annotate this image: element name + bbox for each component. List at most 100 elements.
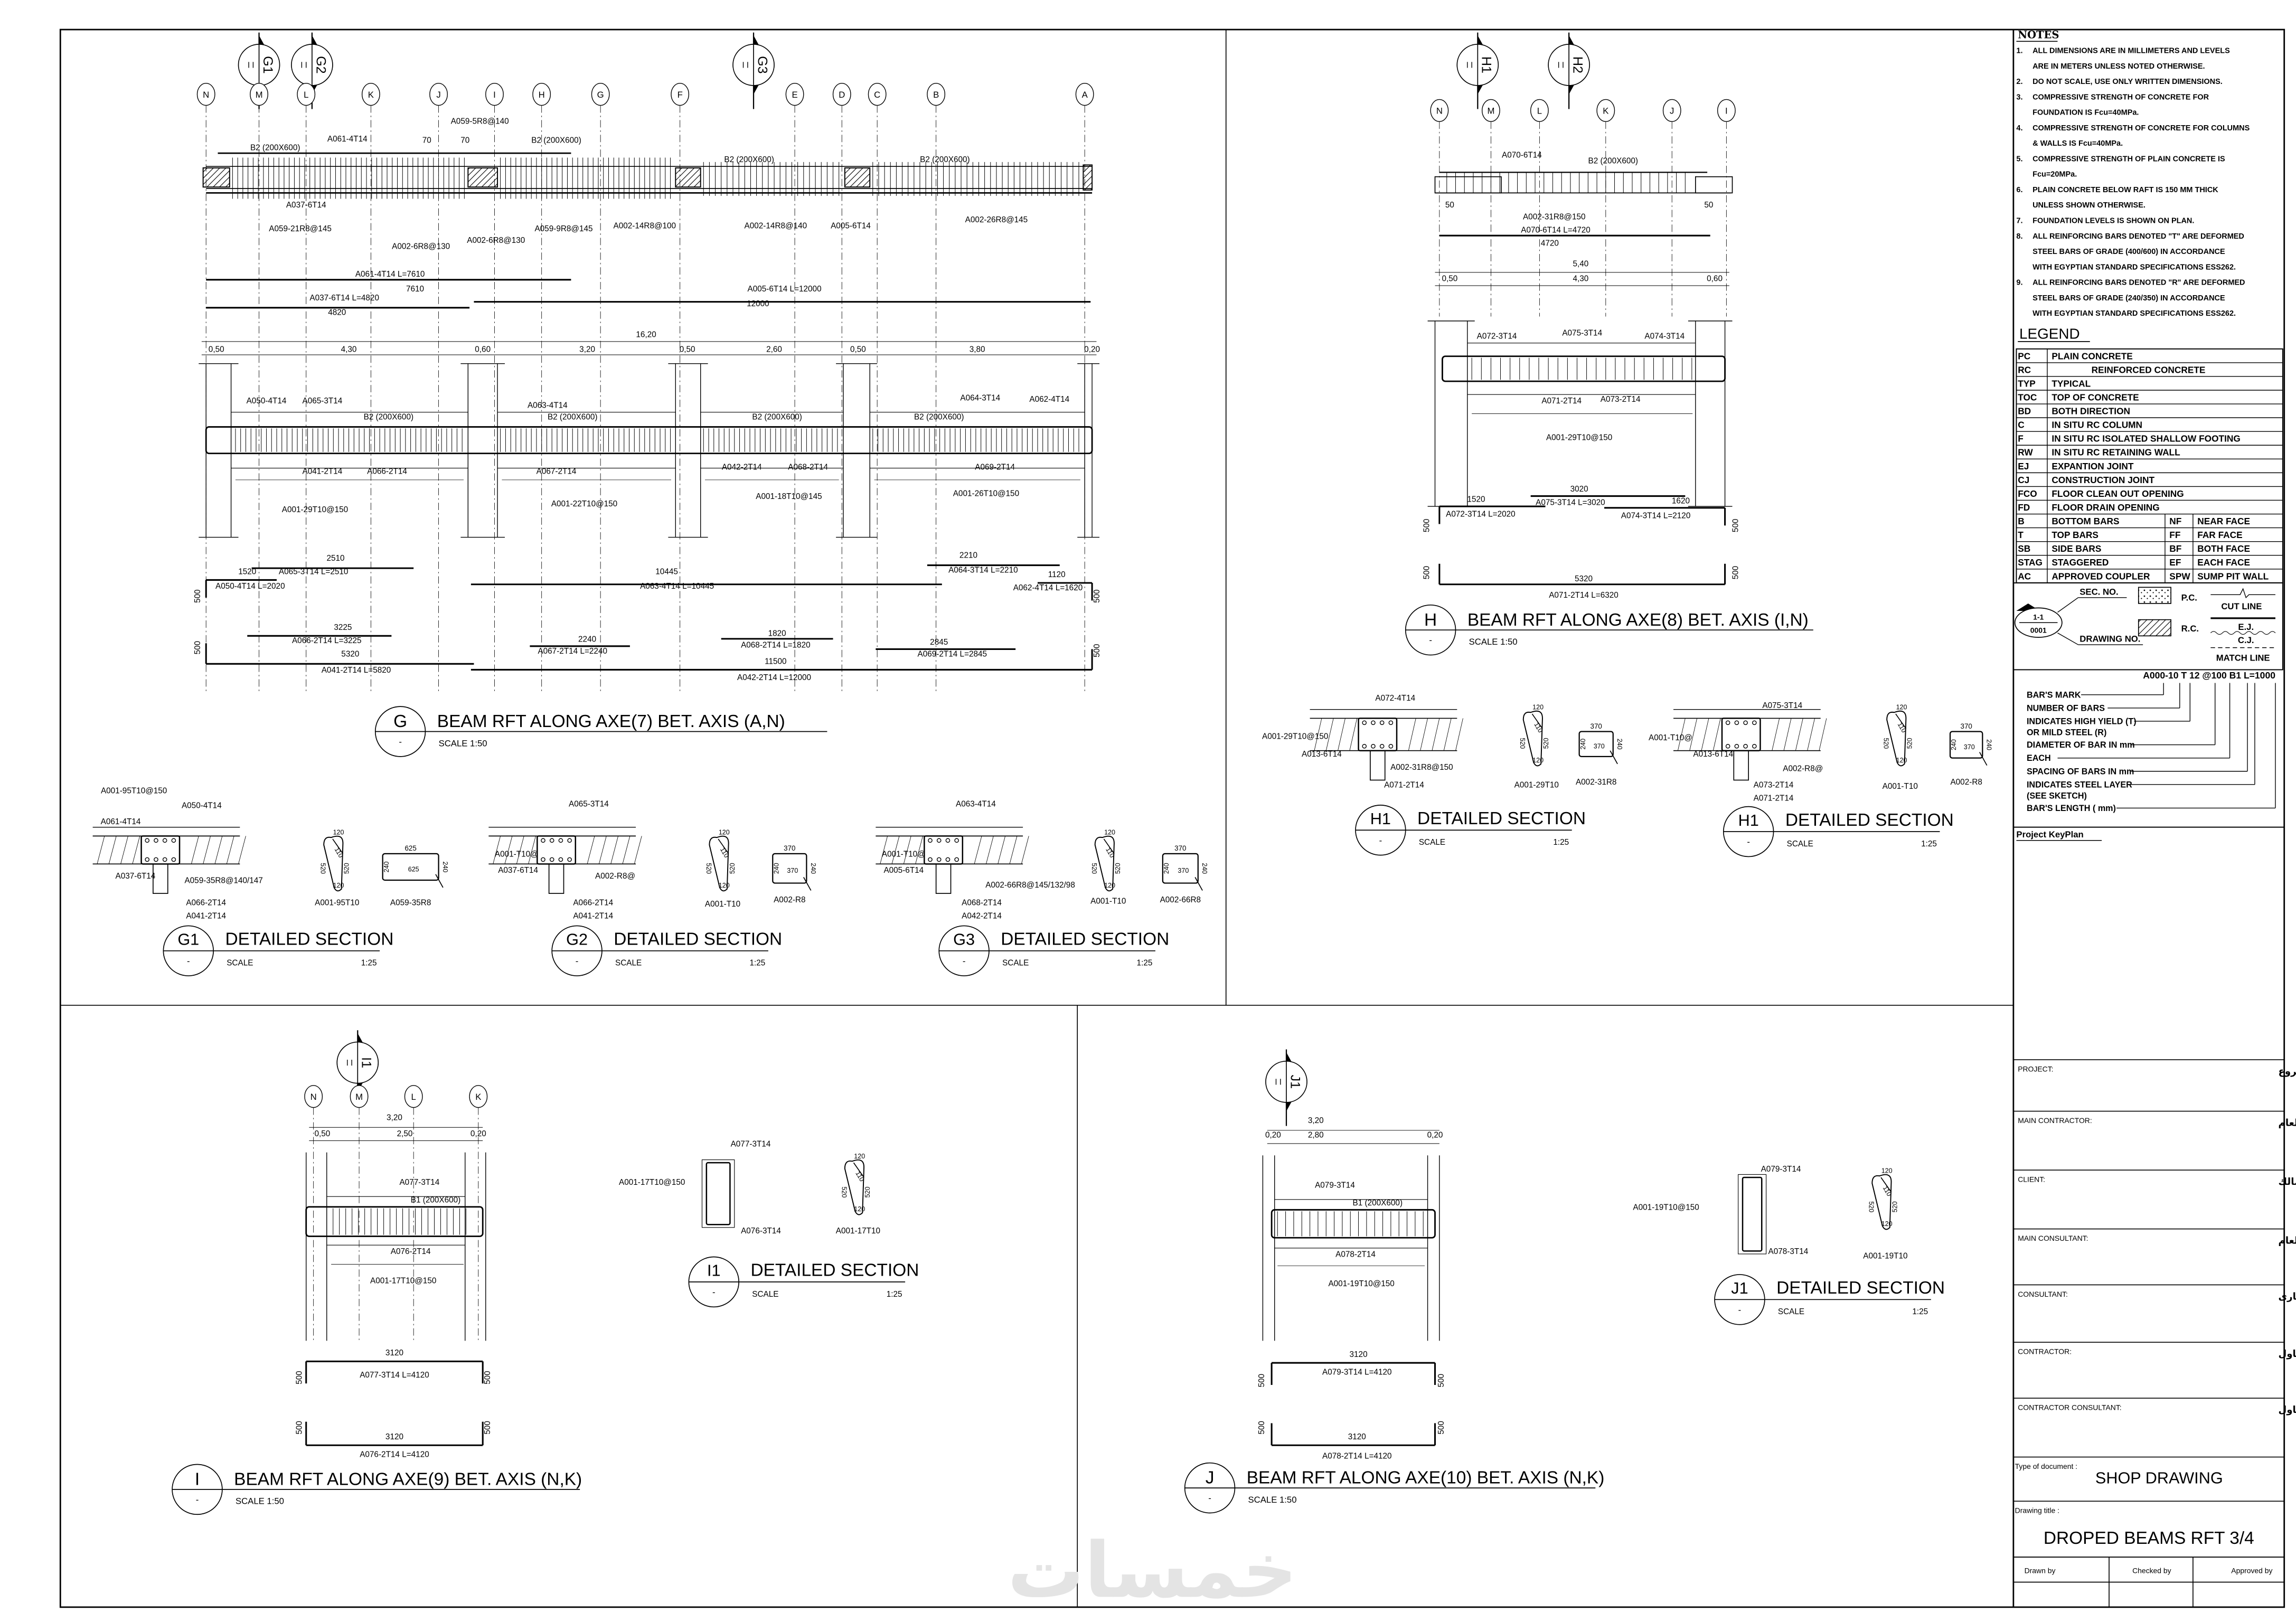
axis-bubble	[868, 83, 887, 106]
label: 2240	[578, 635, 596, 644]
stirrup-shape	[709, 835, 729, 892]
section-title: DETAILED SECTION	[750, 1261, 919, 1280]
link-shape	[1162, 853, 1199, 884]
note-text: Fcu=20MPa.	[2032, 171, 2077, 179]
axis-label: N	[1436, 106, 1443, 116]
stirrup-shape	[1871, 1174, 1892, 1230]
label: 3120	[385, 1348, 403, 1357]
label: 370	[784, 844, 795, 852]
rebar-icon	[162, 838, 167, 843]
label: A037-6T14 L=4820	[309, 294, 379, 303]
drawing-title: BEAM RFT ALONG AXE(7) BET. AXIS (A,N)	[437, 712, 785, 731]
label: A075-3T14 L=3020	[1536, 498, 1605, 507]
axis-bubble	[1075, 83, 1094, 106]
title-block-field-label-arabic: المالك	[2279, 1176, 2296, 1187]
link-hook	[1610, 750, 1618, 765]
link-hook	[1979, 752, 1988, 766]
label: R.C.	[2181, 624, 2199, 634]
axis-label: L	[411, 1092, 416, 1102]
label: 3,20	[387, 1113, 402, 1122]
label: 500	[1257, 1421, 1266, 1435]
label: A063-4T14	[528, 401, 568, 410]
rebar-icon	[541, 857, 545, 862]
title-block-field-label-arabic: مشروع	[2279, 1066, 2296, 1077]
rebar-icon	[1371, 744, 1376, 749]
legend-code: BF	[2169, 543, 2181, 554]
label: 500	[1732, 566, 1740, 580]
stirrup-mark: A001-17T10	[836, 1227, 880, 1236]
expansion-joint-symbol	[2210, 631, 2276, 635]
slab-hatch	[132, 836, 140, 864]
label: A071-2T14 L=6320	[1549, 591, 1619, 600]
beam-section	[924, 835, 964, 865]
stirrup-mark: A001-T10	[705, 900, 740, 909]
label: B1 (200X600)	[1353, 1199, 1403, 1208]
label: A001-19T10@150	[1633, 1203, 1699, 1212]
note-number: 5.	[2016, 155, 2022, 163]
beam-section	[1721, 718, 1761, 751]
label: 120	[1532, 704, 1544, 711]
rebar-icon	[928, 857, 933, 862]
legend-code: EF	[2169, 557, 2181, 568]
label: 120	[1881, 1220, 1893, 1228]
label: A077-3T14	[731, 1139, 771, 1148]
stirrup-mark: A001-95T10	[315, 898, 359, 907]
rebar-icon	[1734, 744, 1739, 749]
note-text: STEEL BARS OF GRADE (240/350) IN ACCORDA…	[2032, 294, 2225, 303]
rect	[1738, 1174, 1767, 1255]
beam-stem	[1370, 750, 1386, 781]
axis-bubble	[350, 1085, 369, 1108]
axis-label: K	[475, 1092, 481, 1102]
slab-hatch	[1338, 718, 1345, 751]
label: 500	[1093, 589, 1102, 603]
legend-title: LEGEND	[2019, 325, 2080, 342]
label: 500	[1437, 1421, 1446, 1435]
label: A061-4T14	[327, 135, 368, 144]
rebar-icon	[145, 857, 150, 862]
label: A059-5R8@140	[451, 117, 509, 126]
label: A066-2T14	[573, 898, 613, 907]
label: 520	[864, 1186, 871, 1197]
axis-bubble	[927, 83, 946, 106]
legend-code: NF	[2169, 516, 2181, 526]
legend-code: B	[2018, 516, 2024, 526]
slab-hatch	[986, 836, 994, 864]
drawing-title: BEAM RFT ALONG AXE(10) BET. AXIS (N,K)	[1247, 1468, 1605, 1488]
rebar-icon	[549, 857, 554, 862]
section-marker-label: G1	[260, 56, 275, 73]
label: A079-3T14	[1315, 1181, 1355, 1190]
label: A059-21R8@145	[269, 224, 332, 233]
label: 70	[422, 136, 431, 145]
slab-hatch	[191, 836, 199, 864]
beam-stem	[1733, 750, 1749, 781]
label: 120	[1896, 757, 1907, 764]
section-marker-label: H2	[1570, 56, 1585, 73]
label: A042-2T14 L=12000	[737, 673, 811, 682]
link-mark: A002-R8	[774, 895, 805, 904]
rebar-icon	[1725, 720, 1730, 725]
axis-label: N	[310, 1092, 317, 1102]
line	[2057, 597, 2078, 613]
label: 1520	[1467, 495, 1485, 504]
label: A074-3T14 L=2120	[1621, 511, 1691, 520]
slab-hatch	[108, 836, 117, 864]
label: 2,80	[1308, 1131, 1324, 1140]
beam-elevation	[305, 1206, 484, 1237]
line	[2057, 633, 2078, 645]
label: A078-3T14	[1768, 1247, 1809, 1256]
label: A001-19T10@150	[1328, 1279, 1394, 1288]
drawing-title-value: DROPED BEAMS RFT 3/4	[2044, 1529, 2254, 1548]
section-scale: 1:25	[1921, 840, 1937, 848]
plain-concrete-hatch	[2138, 587, 2171, 604]
label: A077-3T14 L=4120	[360, 1371, 429, 1380]
axis-bubble	[404, 1085, 423, 1108]
note-number: 8.	[2016, 232, 2022, 241]
axis-label: A	[1082, 90, 1088, 100]
label: 370	[1961, 722, 1972, 730]
label: A070-6T14	[1502, 150, 1542, 159]
label: 240	[1986, 739, 1993, 750]
legend-desc: FAR FACE	[2197, 530, 2242, 540]
label: A002-26R8@145	[965, 215, 1028, 224]
label: 370	[1964, 743, 1975, 751]
label: A001-T10@	[882, 850, 926, 859]
